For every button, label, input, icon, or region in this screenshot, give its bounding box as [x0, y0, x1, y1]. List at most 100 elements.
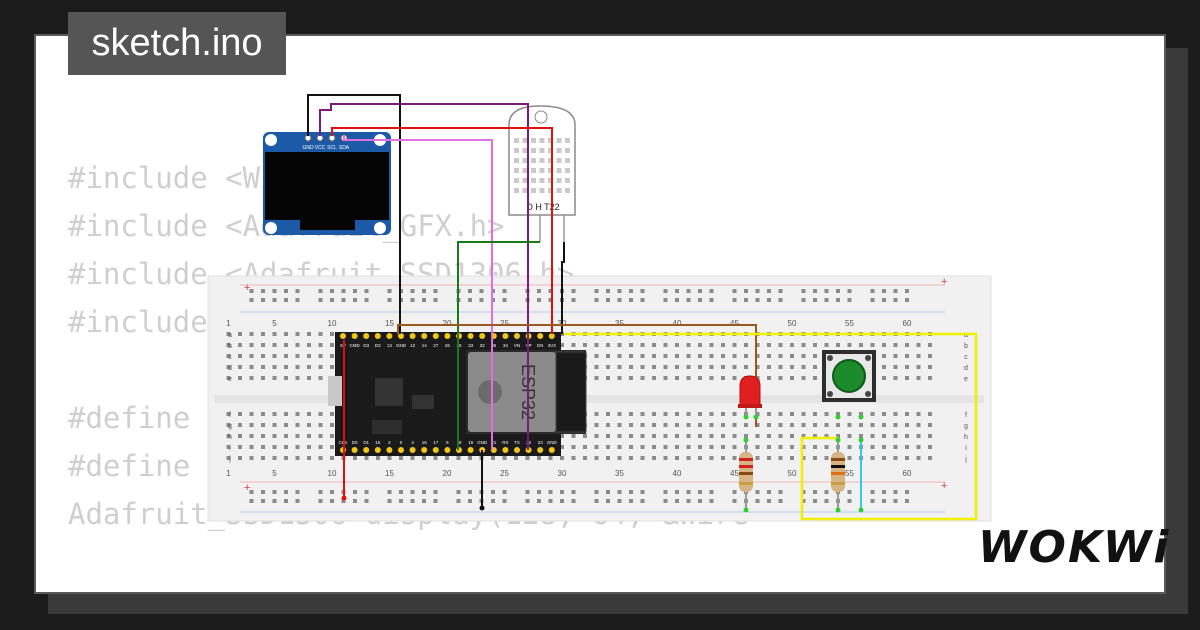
breadboard-hole[interactable]: [606, 412, 610, 416]
breadboard-hole[interactable]: [272, 434, 277, 438]
rail-hole[interactable]: [698, 289, 702, 293]
rail-hole[interactable]: [537, 490, 541, 494]
esp32-pin[interactable]: [432, 447, 439, 453]
rail-hole[interactable]: [433, 499, 438, 503]
breadboard-hole[interactable]: [663, 456, 668, 460]
breadboard-hole[interactable]: [376, 456, 380, 460]
rail-hole[interactable]: [709, 490, 714, 494]
breadboard-hole[interactable]: [318, 332, 323, 336]
breadboard-hole[interactable]: [249, 354, 254, 358]
breadboard-hole[interactable]: [928, 343, 932, 347]
breadboard-hole[interactable]: [318, 423, 323, 427]
breadboard-hole[interactable]: [502, 456, 507, 460]
breadboard-hole[interactable]: [732, 354, 737, 358]
rail-hole[interactable]: [364, 499, 369, 503]
breadboard-hole[interactable]: [330, 456, 334, 460]
breadboard-hole[interactable]: [571, 456, 576, 460]
breadboard-hole[interactable]: [755, 456, 760, 460]
breadboard-hole[interactable]: [594, 365, 599, 369]
breadboard-hole[interactable]: [640, 365, 645, 369]
breadboard-hole[interactable]: [882, 423, 886, 427]
rail-hole[interactable]: [732, 298, 737, 302]
rail-hole[interactable]: [571, 499, 576, 503]
breadboard-hole[interactable]: [238, 376, 242, 380]
esp32-pin[interactable]: [514, 333, 520, 339]
breadboard-hole[interactable]: [663, 376, 668, 380]
breadboard-hole[interactable]: [594, 434, 599, 438]
breadboard-hole[interactable]: [307, 354, 311, 358]
breadboard-hole[interactable]: [307, 423, 311, 427]
rail-hole[interactable]: [284, 490, 288, 494]
breadboard-hole[interactable]: [698, 434, 702, 438]
breadboard-hole[interactable]: [583, 434, 587, 438]
rail-hole[interactable]: [502, 490, 507, 494]
rail-hole[interactable]: [663, 499, 668, 503]
breadboard-hole[interactable]: [698, 365, 702, 369]
rail-hole[interactable]: [709, 499, 714, 503]
breadboard-hole[interactable]: [813, 365, 817, 369]
rail-hole[interactable]: [433, 289, 438, 293]
breadboard-hole[interactable]: [307, 445, 311, 449]
rail-hole[interactable]: [249, 298, 254, 302]
breadboard-hole[interactable]: [675, 456, 679, 460]
breadboard-hole[interactable]: [272, 423, 277, 427]
rail-hole[interactable]: [893, 298, 898, 302]
breadboard-hole[interactable]: [916, 365, 921, 369]
rail-hole[interactable]: [456, 499, 461, 503]
breadboard-hole[interactable]: [686, 365, 691, 369]
breadboard-hole[interactable]: [272, 354, 277, 358]
breadboard-hole[interactable]: [284, 423, 288, 427]
breadboard-hole[interactable]: [330, 343, 334, 347]
breadboard-hole[interactable]: [801, 456, 806, 460]
breadboard-hole[interactable]: [318, 354, 323, 358]
rail-hole[interactable]: [410, 289, 415, 293]
breadboard-hole[interactable]: [928, 365, 932, 369]
breadboard-hole[interactable]: [318, 343, 323, 347]
rail-hole[interactable]: [882, 499, 886, 503]
resistor-led[interactable]: [739, 440, 753, 508]
breadboard-hole[interactable]: [629, 423, 633, 427]
rail-hole[interactable]: [422, 298, 426, 302]
rail-hole[interactable]: [870, 499, 875, 503]
breadboard-hole[interactable]: [824, 423, 829, 427]
breadboard-hole[interactable]: [709, 434, 714, 438]
breadboard-hole[interactable]: [790, 412, 794, 416]
rail-hole[interactable]: [755, 289, 760, 293]
breadboard-hole[interactable]: [698, 376, 702, 380]
breadboard-hole[interactable]: [617, 434, 622, 438]
esp32-pin[interactable]: [363, 333, 370, 339]
rail-hole[interactable]: [537, 289, 541, 293]
esp32-pin[interactable]: [409, 447, 416, 453]
breadboard-hole[interactable]: [882, 365, 886, 369]
rail-hole[interactable]: [594, 490, 599, 494]
breadboard-hole[interactable]: [238, 343, 242, 347]
breadboard-hole[interactable]: [732, 434, 737, 438]
breadboard-hole[interactable]: [721, 376, 725, 380]
rail-hole[interactable]: [295, 298, 300, 302]
breadboard-hole[interactable]: [456, 456, 461, 460]
breadboard-hole[interactable]: [261, 332, 265, 336]
breadboard-hole[interactable]: [801, 343, 806, 347]
rail-hole[interactable]: [778, 289, 783, 293]
breadboard-hole[interactable]: [272, 456, 277, 460]
rail-hole[interactable]: [698, 298, 702, 302]
breadboard-hole[interactable]: [249, 423, 254, 427]
breadboard-hole[interactable]: [721, 343, 725, 347]
rail-hole[interactable]: [491, 490, 495, 494]
esp32-pin[interactable]: [386, 447, 393, 453]
breadboard-hole[interactable]: [882, 412, 886, 416]
breadboard-hole[interactable]: [686, 354, 691, 358]
breadboard-hole[interactable]: [238, 332, 242, 336]
breadboard-hole[interactable]: [755, 423, 760, 427]
rail-hole[interactable]: [502, 298, 507, 302]
breadboard-hole[interactable]: [744, 434, 748, 438]
breadboard-hole[interactable]: [594, 376, 599, 380]
rail-hole[interactable]: [249, 289, 254, 293]
breadboard-hole[interactable]: [226, 332, 231, 336]
esp32-pin[interactable]: [386, 333, 393, 339]
breadboard-hole[interactable]: [295, 445, 300, 449]
breadboard-hole[interactable]: [813, 456, 817, 460]
breadboard-hole[interactable]: [307, 343, 311, 347]
rail-hole[interactable]: [364, 490, 369, 494]
breadboard-hole[interactable]: [606, 456, 610, 460]
